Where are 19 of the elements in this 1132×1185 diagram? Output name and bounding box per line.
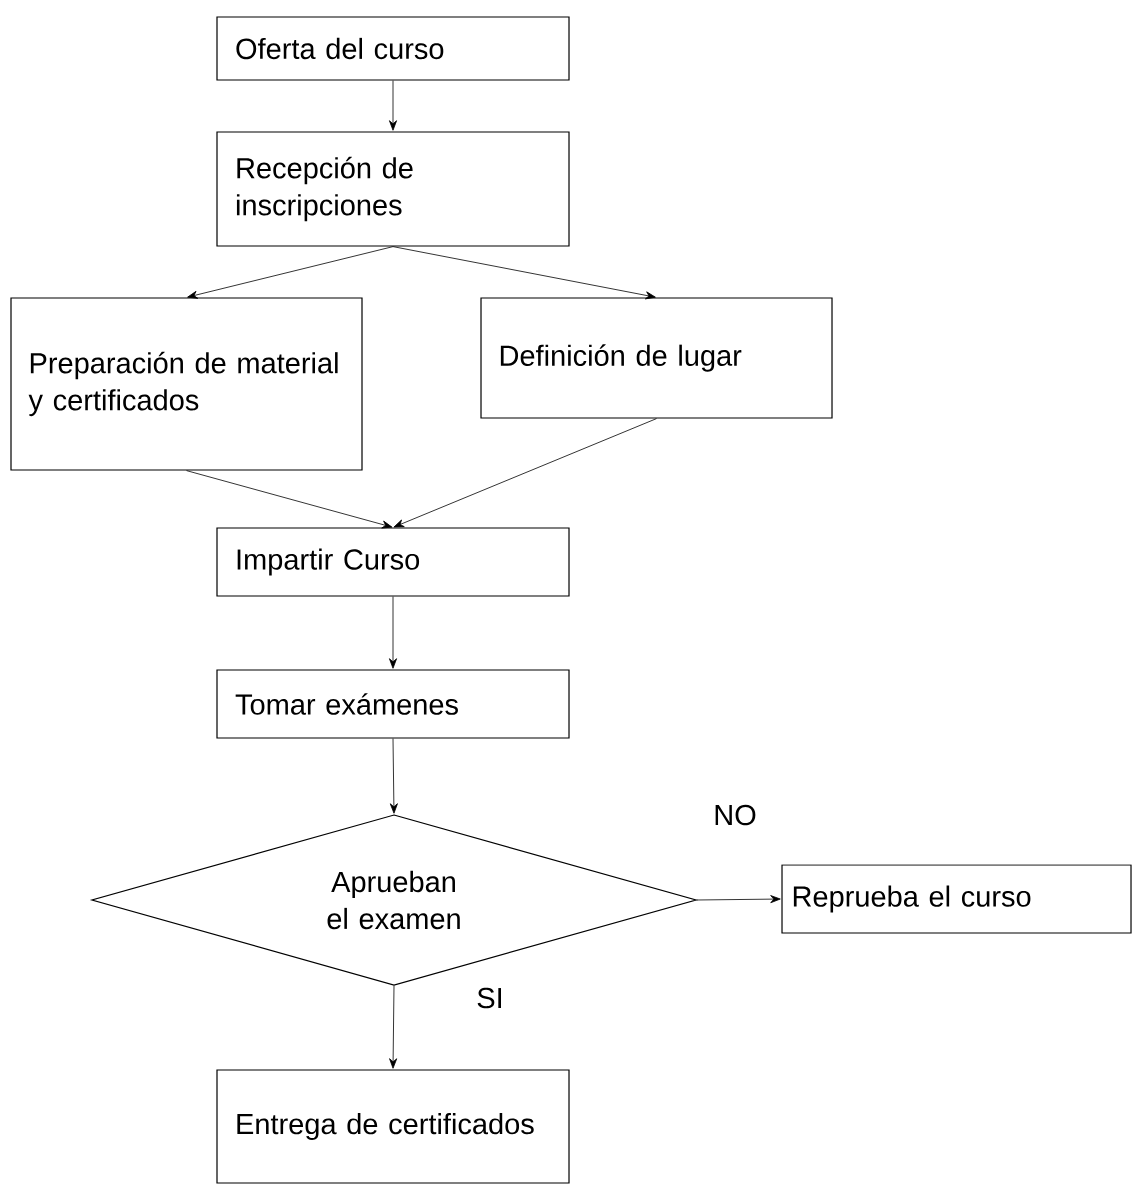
- edge-label: NO: [711, 802, 759, 828]
- process-box: Definición de lugar: [480, 297, 833, 419]
- process-box: Impartir Curso: [216, 527, 570, 597]
- arrow: [389, 985, 398, 1069]
- process-box: Tomar exámenes: [216, 669, 570, 739]
- arrow: [186, 470, 393, 529]
- process-box: Recepción de inscripciones: [216, 131, 570, 247]
- arrow: [389, 80, 397, 131]
- arrow: [389, 596, 397, 669]
- process-box: Preparación de material y certificados: [10, 297, 363, 471]
- process-box: Oferta del curso: [216, 16, 570, 81]
- arrow: [187, 246, 394, 299]
- process-box: Reprueba el curso: [781, 864, 1132, 934]
- arrow: [696, 895, 781, 904]
- arrow: [393, 418, 657, 528]
- arrow: [389, 738, 398, 814]
- edge-label: SI: [474, 985, 506, 1011]
- arrow: [392, 246, 656, 300]
- process-box: Entrega de certificados: [216, 1069, 570, 1184]
